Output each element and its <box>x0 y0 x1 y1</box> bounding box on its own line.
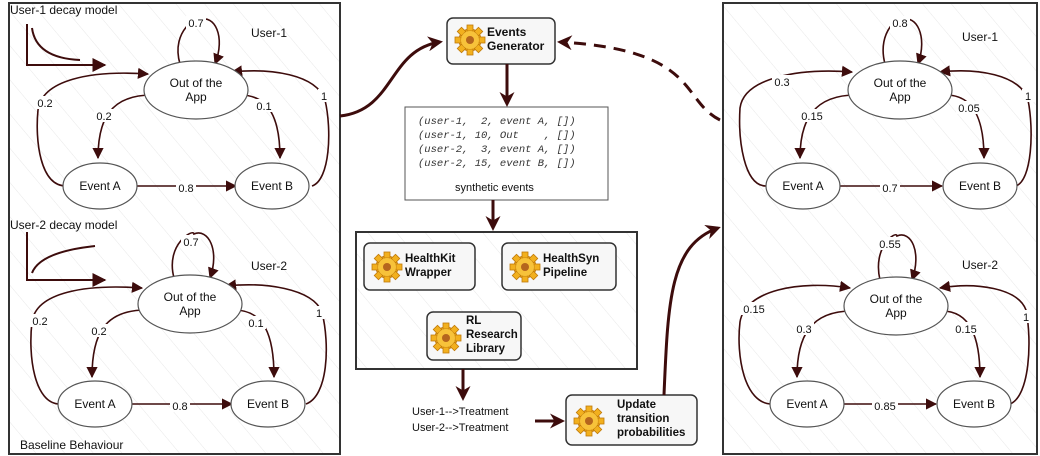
rl-library-gear-icon <box>430 322 462 354</box>
update-gear-icon <box>573 405 605 437</box>
l1-node-out-line2: App <box>185 90 207 104</box>
update-module <box>565 394 698 446</box>
treatment-user2: User-2-->Treatment <box>412 422 508 434</box>
r1-p-out-b: 0.05 <box>958 103 979 115</box>
r2-node-out-line1: Out of the <box>870 292 923 306</box>
r1-p-a-out: 0.3 <box>774 77 789 89</box>
r2-node-b: Event B <box>953 397 995 411</box>
treatment-user1: User-1-->Treatment <box>412 406 508 418</box>
l1-node-a: Event A <box>79 179 120 193</box>
r1-p-b-out: 1 <box>1025 91 1031 103</box>
r2-p-out-a: 0.3 <box>796 324 811 336</box>
r2-p-out-b: 0.15 <box>955 324 976 336</box>
panel-to-generator-arrow <box>339 36 443 118</box>
r2-p-a-out: 0.15 <box>743 304 764 316</box>
l1-p-self: 0.7 <box>188 18 203 30</box>
rl-library-line2: Research <box>466 329 518 341</box>
healthsyn-line2: Pipeline <box>543 267 587 279</box>
r2-node-out-line2: App <box>885 306 907 320</box>
left-user2-label: User-2 <box>251 259 287 273</box>
events-generator-gear-icon <box>454 24 486 56</box>
user2-decay-curve-icon <box>26 232 107 287</box>
right-user2-label: User-2 <box>962 258 998 272</box>
update-line2: transition <box>617 413 669 425</box>
r2-p-a-b: 0.85 <box>874 401 895 413</box>
l2-node-b: Event B <box>247 397 289 411</box>
synthetic-event-row: (user-1, 2, event A, []) <box>418 116 576 128</box>
l2-node-out-line1: Out of the <box>164 290 217 304</box>
events-generator-module <box>446 17 556 65</box>
healthkit-gear-icon <box>371 251 403 283</box>
right-user1-label: User-1 <box>962 30 998 44</box>
r2-p-self: 0.55 <box>879 239 900 251</box>
healthsyn-gear-icon <box>509 251 541 283</box>
right-user1-nodes <box>765 60 1018 210</box>
r1-node-out-line1: Out of the <box>874 76 927 90</box>
r2-p-b-out: 1 <box>1023 312 1029 324</box>
user1-decay-label: User-1 decay model <box>10 3 117 17</box>
healthkit-line1: HealthKit <box>405 253 456 265</box>
l2-p-b-out: 1 <box>316 308 322 320</box>
l1-p-a-b: 0.8 <box>178 183 193 195</box>
l1-p-b-out: 1 <box>321 91 327 103</box>
r1-node-a: Event A <box>782 179 823 193</box>
feedback-dashed-arrow <box>557 35 721 122</box>
left-user1-label: User-1 <box>251 26 287 40</box>
events-generator-line2: Generator <box>487 39 545 53</box>
left-user1-nodes <box>62 60 310 210</box>
l2-p-out-a: 0.2 <box>91 326 106 338</box>
r2-node-a: Event A <box>786 397 827 411</box>
synthetic-events-box <box>404 106 609 201</box>
right-user2-nodes <box>769 276 1012 428</box>
left-user2-edge-labels: 0.7 0.2 0.1 0.2 0.8 1 <box>30 235 325 413</box>
r1-node-b: Event B <box>959 179 1001 193</box>
l1-p-out-b: 0.1 <box>256 101 271 113</box>
l1-p-a-out: 0.2 <box>37 98 52 110</box>
r1-p-a-b: 0.7 <box>882 183 897 195</box>
rl-library-line3: Library <box>466 343 506 355</box>
update-line1: Update <box>617 399 656 411</box>
events-generator-line1: Events <box>487 25 527 39</box>
r1-p-self: 0.8 <box>892 18 907 30</box>
healthsyn-module <box>501 242 617 291</box>
update-line3: probabilities <box>617 427 685 439</box>
user1-decay-curve-icon <box>26 24 107 72</box>
synthetic-event-row: (user-2, 15, event B, []) <box>418 158 576 170</box>
l2-node-out-line2: App <box>179 304 201 318</box>
synthetic-event-row: (user-1, 10, Out , []) <box>418 130 576 142</box>
right-user2-edge-labels: 0.55 0.3 0.15 0.15 0.85 1 <box>741 237 1032 413</box>
l2-p-out-b: 0.1 <box>248 318 263 330</box>
user2-decay-label: User-2 decay model <box>10 218 117 232</box>
update-to-panel-arrow <box>662 224 721 396</box>
baseline-caption: Baseline Behaviour <box>20 438 123 452</box>
synthetic-events-caption: synthetic events <box>455 182 534 194</box>
synthetic-event-row: (user-2, 3, event A, []) <box>418 144 576 156</box>
l1-node-out-line1: Out of the <box>170 76 223 90</box>
r1-node-out-line2: App <box>889 90 911 104</box>
rl-library-module <box>426 311 522 361</box>
healthkit-line2: Wrapper <box>405 267 452 279</box>
rl-library-line1: RL <box>466 315 481 327</box>
left-user1-edge-labels: 0.7 0.2 0.1 0.2 0.8 1 <box>35 16 330 195</box>
right-user1-edge-labels: 0.8 0.15 0.05 0.3 0.7 1 <box>772 16 1034 195</box>
l2-p-a-b: 0.8 <box>172 401 187 413</box>
healthsyn-line1: HealthSyn <box>543 253 599 265</box>
healthkit-module <box>363 242 476 291</box>
l2-p-self: 0.7 <box>183 237 198 249</box>
left-user2-nodes <box>57 274 306 428</box>
l1-node-b: Event B <box>251 179 293 193</box>
r1-p-out-a: 0.15 <box>801 111 822 123</box>
l2-p-a-out: 0.2 <box>32 316 47 328</box>
l2-node-a: Event A <box>74 397 115 411</box>
l1-p-out-a: 0.2 <box>96 111 111 123</box>
